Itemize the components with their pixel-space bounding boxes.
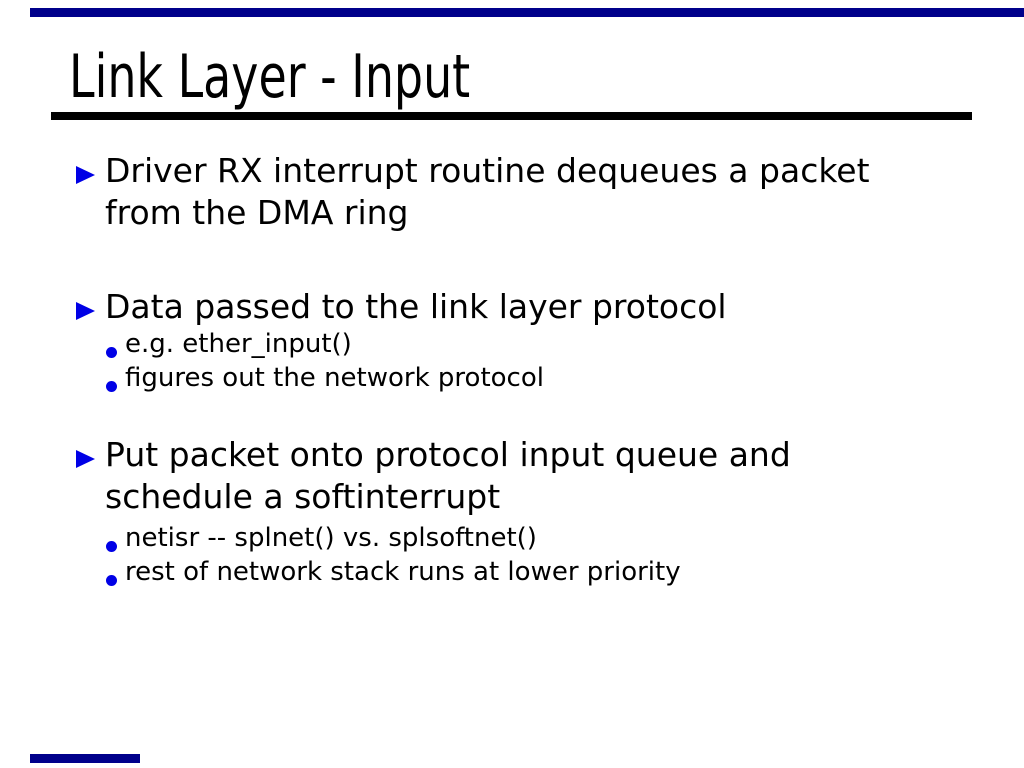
sub-bullet-text: rest of network stack runs at lower prio… [125,557,681,587]
bullet-line: schedule a softinterrupt [105,477,501,516]
bullet-item-put-packet: Put packet onto protocol input queue and… [76,434,791,518]
sub-bullet-item: figures out the network protocol [106,361,544,395]
bullet-item-driver-rx: Driver RX interrupt routine dequeues a p… [76,150,870,234]
sub-bullet-list: netisr -- splnet() vs. splsoftnet() rest… [106,521,681,589]
sub-bullet-item: netisr -- splnet() vs. splsoftnet() [106,521,681,555]
bullet-text: Data passed to the link layer protocol [105,286,727,328]
bottom-bar-decoration [30,754,140,763]
sub-bullet-text: netisr -- splnet() vs. splsoftnet() [125,523,537,553]
title-underline [51,112,972,120]
sub-bullet-list: e.g. ether_input() figures out the netwo… [106,327,544,395]
bullet-line: Data passed to the link layer protocol [105,287,727,326]
bullet-line: from the DMA ring [105,193,409,232]
sub-bullet-text: figures out the network protocol [125,363,544,393]
sub-bullet-text: e.g. ether_input() [125,329,352,359]
bullet-text: Driver RX interrupt routine dequeues a p… [105,150,870,234]
bullet-item-data-passed: Data passed to the link layer protocol [76,286,727,328]
dot-icon [106,575,117,586]
dot-icon [106,347,117,358]
dot-icon [106,381,117,392]
triangle-right-icon [76,166,95,184]
bullet-text: Put packet onto protocol input queue and… [105,434,791,518]
triangle-right-icon [76,302,95,320]
sub-bullet-item: e.g. ether_input() [106,327,544,361]
bullet-line: Put packet onto protocol input queue and [105,435,791,474]
triangle-right-icon [76,450,95,468]
top-bar-decoration [30,8,1024,17]
page-title: Link Layer - Input [69,42,471,112]
dot-icon [106,541,117,552]
bullet-line: Driver RX interrupt routine dequeues a p… [105,151,870,190]
sub-bullet-item: rest of network stack runs at lower prio… [106,555,681,589]
